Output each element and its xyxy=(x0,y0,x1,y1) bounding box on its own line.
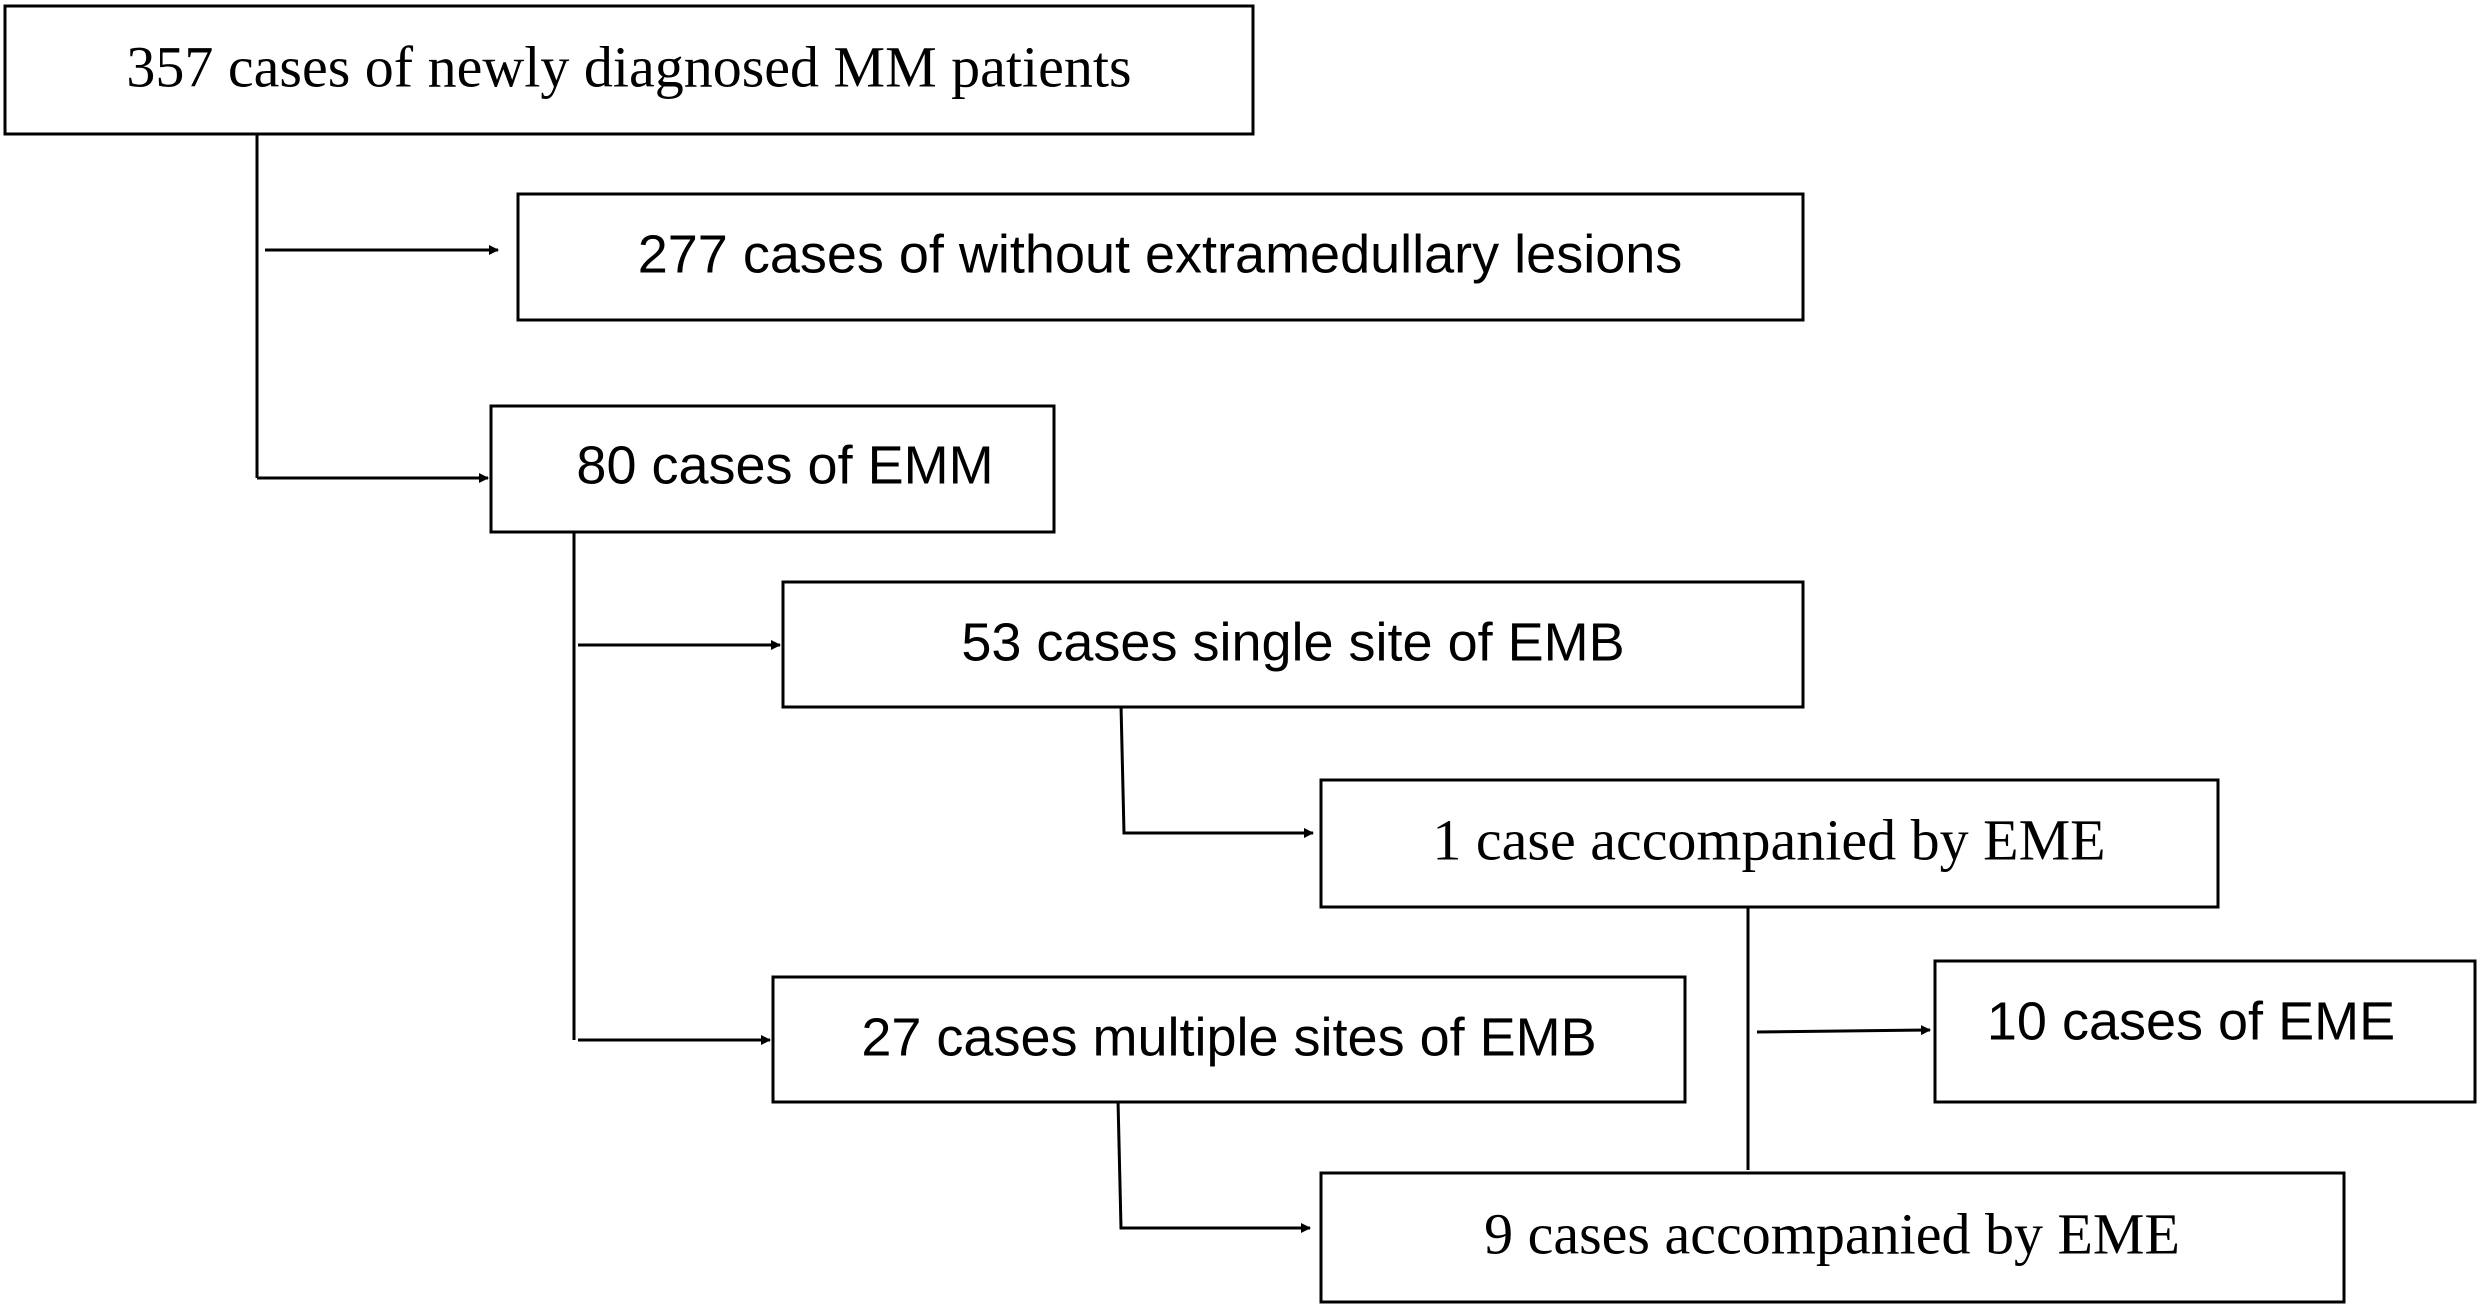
node-emm: 80 cases of EMM xyxy=(489,404,1056,534)
node-nine-cases-eme: 9 cases accompanied by EME xyxy=(1319,1171,2346,1304)
arrow-to-nine-cases-eme xyxy=(1116,1099,1311,1233)
arrow-to-one-case-eme xyxy=(1119,704,1314,838)
node-emm-label: 80 cases of EMM xyxy=(576,435,993,495)
connectors xyxy=(255,135,1931,1233)
node-nine-cases-eme-label: 9 cases accompanied by EME xyxy=(1484,1201,2180,1266)
node-without-lesions: 277 cases of without extramedullary lesi… xyxy=(516,192,1805,322)
arrow-to-ten-cases-eme xyxy=(1756,1025,1931,1036)
node-ten-cases-eme-label: 10 cases of EME xyxy=(1987,991,2395,1051)
node-without-lesions-label: 277 cases of without extramedullary lesi… xyxy=(638,224,1683,284)
node-one-case-eme-label: 1 case accompanied by EME xyxy=(1432,807,2105,872)
node-one-case-eme: 1 case accompanied by EME xyxy=(1319,778,2220,909)
node-multiple-sites-label: 27 cases multiple sites of EMB xyxy=(861,1007,1596,1067)
node-total: 357 cases of newly diagnosed MM patients xyxy=(3,4,1255,136)
node-ten-cases-eme: 10 cases of EME xyxy=(1933,959,2477,1104)
node-single-site: 53 cases single site of EMB xyxy=(781,580,1805,709)
node-single-site-label: 53 cases single site of EMB xyxy=(961,612,1624,672)
node-multiple-sites: 27 cases multiple sites of EMB xyxy=(771,975,1687,1104)
node-total-label: 357 cases of newly diagnosed MM patients xyxy=(126,34,1131,99)
